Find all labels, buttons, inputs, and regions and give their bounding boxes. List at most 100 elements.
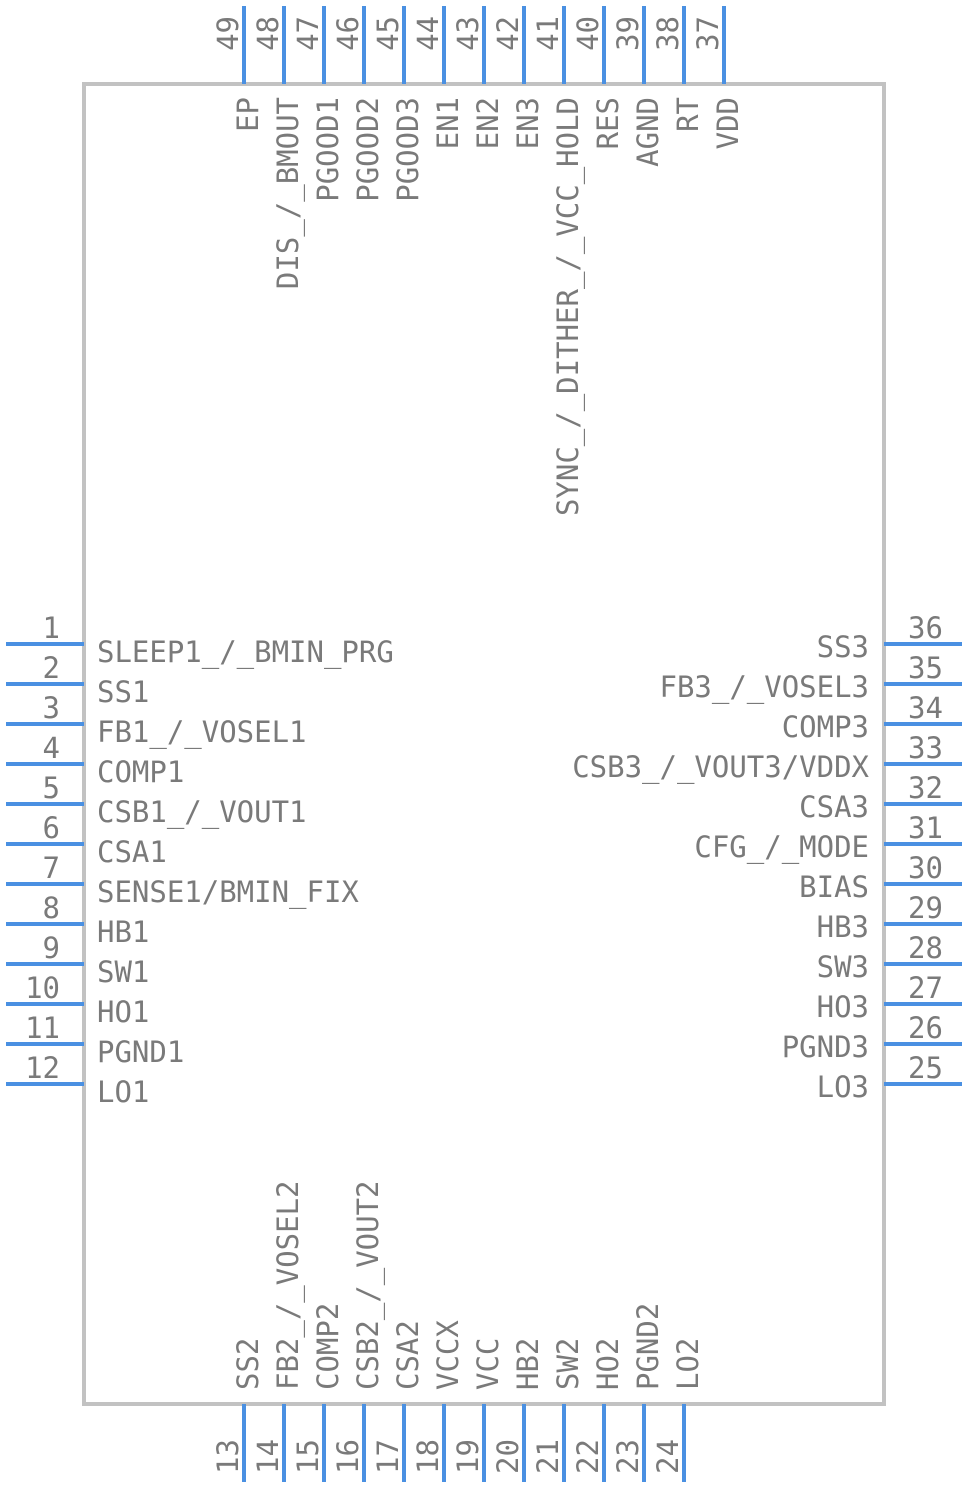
- pin-24-number: 24: [651, 1439, 685, 1474]
- pin-19-number: 19: [451, 1439, 485, 1474]
- pin-10-label: HO1: [97, 995, 149, 1029]
- pin-8-number: 8: [43, 891, 60, 925]
- pin-44-label: EN1: [431, 97, 465, 149]
- pin-21-number: 21: [531, 1439, 565, 1474]
- pin-20-number: 20: [491, 1439, 525, 1474]
- pin-25-number: 25: [908, 1051, 943, 1085]
- pin-38-label: RT: [671, 97, 705, 132]
- pin-26-label: PGND3: [782, 1030, 869, 1064]
- pin-18-number: 18: [411, 1439, 445, 1474]
- pin-46-label: PGOOD2: [351, 97, 385, 202]
- pin-45-label: PGOOD3: [391, 97, 425, 202]
- pin-9-label: SW1: [97, 955, 149, 989]
- pin-40-label: RES: [591, 97, 625, 149]
- pin-48-number: 48: [251, 16, 285, 51]
- pin-46-number: 46: [331, 16, 365, 51]
- pin-15-label: COMP2: [311, 1303, 345, 1390]
- pin-18-label: VCCX: [431, 1320, 465, 1390]
- pin-42-label: EN3: [511, 97, 545, 149]
- pin-31-number: 31: [908, 811, 943, 845]
- pin-22-number: 22: [571, 1439, 605, 1474]
- pin-13-label: SS2: [231, 1338, 265, 1390]
- pin-41-label: SYNC_/_DITHER_/_VCC_HOLD: [551, 97, 586, 516]
- pin-5-number: 5: [43, 771, 60, 805]
- pin-16-number: 16: [331, 1439, 365, 1474]
- pin-11-label: PGND1: [97, 1035, 184, 1069]
- pin-49-number: 49: [211, 16, 245, 51]
- pin-37-number: 37: [691, 16, 725, 51]
- pin-14-number: 14: [251, 1439, 285, 1474]
- pin-2-number: 2: [43, 651, 60, 685]
- pin-1-number: 1: [43, 611, 60, 645]
- pin-24-label: LO2: [671, 1338, 705, 1390]
- pin-43-number: 43: [451, 16, 485, 51]
- pin-27-label: HO3: [817, 990, 869, 1024]
- pin-31-label: CFG_/_MODE: [694, 830, 869, 865]
- pin-44-number: 44: [411, 16, 445, 51]
- pin-7-label: SENSE1/BMIN_FIX: [97, 875, 359, 910]
- pins-layer: 1SLEEP1_/_BMIN_PRG2SS13FB1_/_VOSEL14COMP…: [6, 6, 962, 1482]
- pin-39-label: AGND: [631, 97, 665, 167]
- pin-38-number: 38: [651, 16, 685, 51]
- pin-45-number: 45: [371, 16, 405, 51]
- pin-32-label: CSA3: [799, 790, 869, 824]
- pin-3-label: FB1_/_VOSEL1: [97, 715, 307, 750]
- pin-11-number: 11: [25, 1011, 60, 1045]
- pin-36-label: SS3: [817, 630, 869, 664]
- pin-30-label: BIAS: [799, 870, 869, 904]
- pin-48-label: DIS_/_BMOUT: [271, 97, 306, 289]
- pin-12-label: LO1: [97, 1075, 149, 1109]
- pin-49-label: EP: [231, 97, 265, 132]
- pin-6-number: 6: [43, 811, 60, 845]
- pin-14-label: FB2_/_VOSEL2: [271, 1180, 306, 1390]
- pin-26-number: 26: [908, 1011, 943, 1045]
- pin-23-number: 23: [611, 1439, 645, 1474]
- pin-37-label: VDD: [711, 97, 745, 149]
- pin-4-number: 4: [43, 731, 60, 765]
- pin-47-label: PGOOD1: [311, 97, 345, 202]
- pin-29-number: 29: [908, 891, 943, 925]
- pin-36-number: 36: [908, 611, 943, 645]
- pin-8-label: HB1: [97, 915, 149, 949]
- pin-39-number: 39: [611, 16, 645, 51]
- pin-25-label: LO3: [817, 1070, 869, 1104]
- pin-13-number: 13: [211, 1439, 245, 1474]
- pin-27-number: 27: [908, 971, 943, 1005]
- pin-1-label: SLEEP1_/_BMIN_PRG: [97, 635, 394, 670]
- pin-6-label: CSA1: [97, 835, 167, 869]
- pin-12-number: 12: [25, 1051, 60, 1085]
- pin-47-number: 47: [291, 16, 325, 51]
- pin-33-number: 33: [908, 731, 943, 765]
- pin-35-label: FB3_/_VOSEL3: [659, 670, 869, 705]
- pin-34-label: COMP3: [782, 710, 869, 744]
- pin-19-label: VCC: [471, 1338, 505, 1390]
- pin-15-number: 15: [291, 1439, 325, 1474]
- pin-17-number: 17: [371, 1439, 405, 1474]
- pin-21-label: SW2: [551, 1338, 585, 1390]
- pin-30-number: 30: [908, 851, 943, 885]
- pin-23-label: PGND2: [631, 1303, 665, 1390]
- pin-28-number: 28: [908, 931, 943, 965]
- pin-7-number: 7: [43, 851, 60, 885]
- pin-35-number: 35: [908, 651, 943, 685]
- pin-32-number: 32: [908, 771, 943, 805]
- pin-34-number: 34: [908, 691, 943, 725]
- pin-41-number: 41: [531, 16, 565, 51]
- pin-28-label: SW3: [817, 950, 869, 984]
- pin-33-label: CSB3_/_VOUT3/VDDX: [572, 750, 869, 785]
- pin-16-label: CSB2_/_VOUT2: [351, 1180, 386, 1390]
- pin-2-label: SS1: [97, 675, 149, 709]
- pin-42-number: 42: [491, 16, 525, 51]
- pin-20-label: HB2: [511, 1338, 545, 1390]
- pin-4-label: COMP1: [97, 755, 184, 789]
- pin-5-label: CSB1_/_VOUT1: [97, 795, 307, 830]
- pin-3-number: 3: [43, 691, 60, 725]
- pin-17-label: CSA2: [391, 1320, 425, 1390]
- pin-29-label: HB3: [817, 910, 869, 944]
- pin-22-label: HO2: [591, 1338, 625, 1390]
- pin-9-number: 9: [43, 931, 60, 965]
- pin-43-label: EN2: [471, 97, 505, 149]
- pin-10-number: 10: [25, 971, 60, 1005]
- pin-40-number: 40: [571, 16, 605, 51]
